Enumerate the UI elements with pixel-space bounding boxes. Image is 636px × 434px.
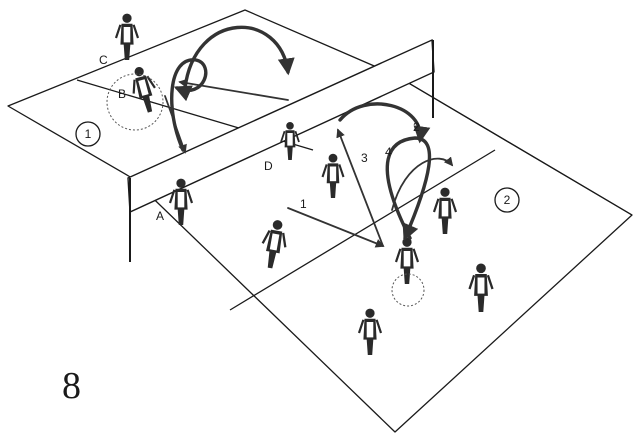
player-c — [116, 14, 138, 60]
player-a-label: A — [156, 209, 164, 223]
arrow-4-label: 4 — [385, 145, 392, 159]
player-d — [323, 154, 344, 198]
court-half-2 — [132, 75, 632, 432]
arrow-1-label: 1 — [300, 197, 307, 211]
arrow-return-to-b — [180, 82, 288, 100]
player-c-label: C — [99, 53, 108, 67]
player-back-center — [359, 309, 381, 355]
arrow-big-arc-court-1 — [185, 27, 288, 88]
player-hitter-1 — [259, 218, 290, 270]
arrow-3-label: 3 — [361, 151, 368, 165]
arrow-2 — [340, 104, 420, 140]
player-d-label: D — [264, 159, 273, 173]
player-back-right — [470, 263, 493, 312]
player-b-label: B — [118, 87, 126, 101]
player-right-court-2 — [434, 188, 456, 234]
court-1-label: 1 — [85, 127, 92, 141]
arrow-b-to-net — [165, 96, 185, 152]
arrow-2-label: 2 — [413, 120, 420, 134]
arrow-1 — [288, 208, 383, 246]
arrow-setter-to-d — [338, 130, 383, 246]
figure-number: 8 — [62, 365, 81, 407]
court-2-label: 2 — [504, 193, 511, 207]
arrow-3-4-loop — [387, 138, 429, 238]
player-b — [127, 64, 160, 115]
